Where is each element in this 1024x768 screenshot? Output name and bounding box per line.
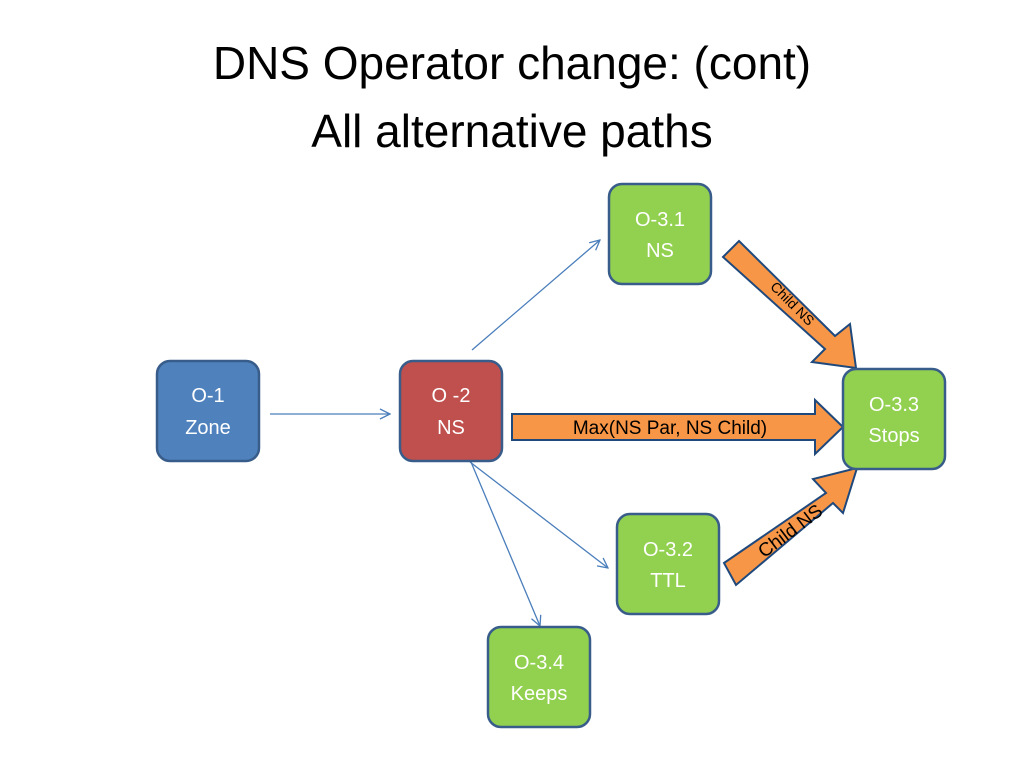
node-o33-stops: O-3.3 Stops — [841, 367, 947, 471]
block-arrow-o32-label: Child NS — [754, 501, 827, 563]
node-o31-line1: O-3.1 — [635, 209, 685, 231]
node-o32-ttl: O-3.2 TTL — [615, 512, 721, 616]
block-arrow-o31-to-o33: Child NS — [721, 239, 858, 370]
node-o2-line1: O -2 — [432, 385, 471, 407]
connector-o2-to-o31 — [471, 240, 600, 351]
node-o34-line1: O-3.4 — [514, 652, 564, 674]
slide-title-line-1: DNS Operator change: (cont) — [212, 37, 812, 89]
block-arrow-o32-shape — [722, 466, 859, 587]
node-o33-line1: O-3.3 — [869, 394, 919, 416]
block-arrow-o32-to-o33: Child NS — [722, 466, 859, 587]
slide-title-line-2: All alternative paths — [311, 105, 713, 157]
node-o31-ns: O-3.1 NS — [607, 182, 713, 286]
node-o32-line1: O-3.2 — [643, 539, 693, 561]
node-o34-line2: Keeps — [511, 683, 568, 705]
node-o31-line2: NS — [646, 240, 674, 262]
block-arrow-max-label: Max(NS Par, NS Child) — [573, 418, 767, 439]
node-o2-line2: NS — [437, 417, 465, 439]
block-arrow-max-path: Max(NS Par, NS Child) — [511, 397, 845, 457]
node-o33-line2: Stops — [868, 425, 919, 447]
connector-o2-to-o34 — [470, 461, 540, 626]
node-o2-ns: O -2 NS — [398, 359, 504, 463]
node-o32-line2: TTL — [650, 570, 686, 592]
block-arrow-max-shape — [511, 397, 845, 457]
connector-o2-to-o32 — [469, 461, 608, 568]
node-o1-zone: O-1 Zone — [155, 359, 261, 463]
node-o34-keeps: O-3.4 Keeps — [486, 625, 592, 729]
node-o1-line2: Zone — [185, 417, 231, 439]
node-o1-line1: O-1 — [191, 385, 224, 407]
block-arrow-o31-shape — [721, 239, 858, 370]
